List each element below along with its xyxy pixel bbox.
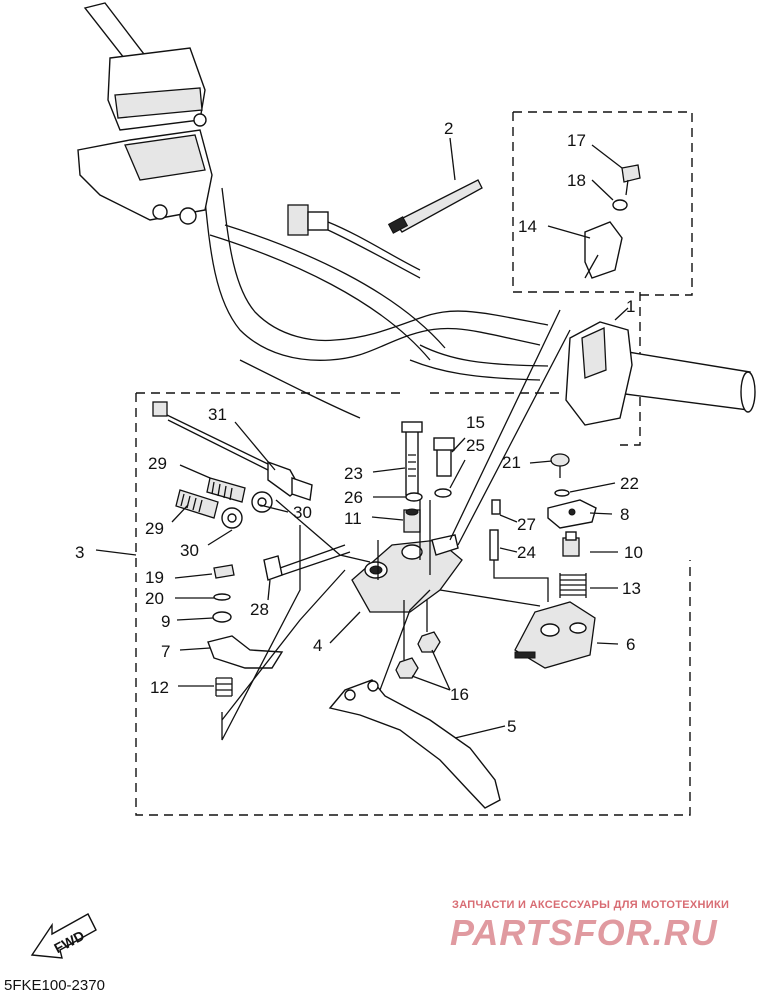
clutch-lever [328, 589, 501, 809]
left-switch-assembly [77, 2, 213, 225]
callout-7: 7 [161, 642, 170, 661]
callout-26: 26 [344, 488, 363, 507]
spring [215, 677, 233, 697]
callout-16: 16 [450, 685, 469, 704]
callout-30b: 30 [180, 541, 199, 560]
callout-12: 12 [150, 678, 169, 697]
callout-20: 20 [145, 589, 164, 608]
assembly-line [221, 525, 301, 741]
callout-27: 27 [517, 515, 536, 534]
assembly-line [275, 499, 371, 563]
callout-1: 1 [626, 297, 635, 316]
watermark-tagline: ЗАПЧАСТИ И АКСЕССУАРЫ ДЛЯ МОТОТЕХНИКИ [452, 899, 729, 911]
locknuts [221, 491, 273, 529]
callout-9: 9 [161, 612, 170, 631]
assembly-line [457, 329, 571, 546]
callout-10: 10 [624, 543, 643, 562]
callout-31: 31 [208, 405, 227, 424]
callout-29a: 29 [148, 454, 167, 473]
wire-connector [287, 204, 421, 279]
callout-19: 19 [145, 568, 164, 587]
switch-subparts [489, 453, 597, 598]
callout-23: 23 [344, 464, 363, 483]
callout-5: 5 [507, 717, 516, 736]
pivot-bolts [401, 421, 455, 533]
screw-washers [212, 564, 235, 623]
assembly-line [493, 560, 549, 602]
assembly-line [439, 589, 541, 607]
nuts [395, 600, 441, 679]
clutch-perch-grip [565, 321, 756, 426]
callout-24: 24 [517, 543, 536, 562]
cable-adjusters [175, 477, 246, 519]
catalog-code: 5FKE100-2370 [4, 977, 105, 993]
callout-3: 3 [75, 543, 84, 562]
dashed-box-lower [135, 392, 691, 816]
cable-tie-part [387, 179, 483, 234]
assembly-line [221, 569, 346, 721]
callout-2: 2 [444, 119, 453, 138]
handlebar [204, 187, 549, 419]
callout-17: 17 [567, 131, 586, 150]
callout-14: 14 [518, 217, 537, 236]
callout-30a: 30 [293, 503, 312, 522]
switch-body [514, 601, 596, 669]
callout-labels: 1 2 3 4 5 6 7 8 9 10 11 12 13 14 15 16 1… [75, 119, 643, 736]
watermark: ЗАПЧАСТИ И АКСЕССУАРЫ ДЛЯ МОТОТЕХНИКИ PA… [450, 899, 729, 953]
callout-11: 11 [344, 509, 362, 528]
watermark-brand: PARTSFOR.RU [450, 912, 718, 953]
lever-holder [351, 534, 463, 613]
assembly-line [449, 309, 561, 541]
callout-6: 6 [626, 635, 635, 654]
bracket [207, 635, 284, 669]
callout-4: 4 [313, 636, 322, 655]
callout-25: 25 [466, 436, 485, 455]
upper-clamp-parts [584, 164, 641, 279]
dashed-box-upper [512, 111, 693, 296]
callout-22: 22 [620, 474, 639, 493]
callout-29b: 29 [145, 519, 164, 538]
fwd-arrow-icon: FWD [30, 913, 97, 959]
callout-28: 28 [250, 600, 269, 619]
callout-15: 15 [466, 413, 485, 432]
callout-8: 8 [620, 505, 629, 524]
leader-lines [95, 137, 629, 739]
clutch-switch-cable [152, 401, 313, 501]
callout-18: 18 [567, 171, 586, 190]
callout-13: 13 [622, 579, 641, 598]
grommet-cable [263, 544, 351, 581]
callout-21: 21 [502, 453, 521, 472]
